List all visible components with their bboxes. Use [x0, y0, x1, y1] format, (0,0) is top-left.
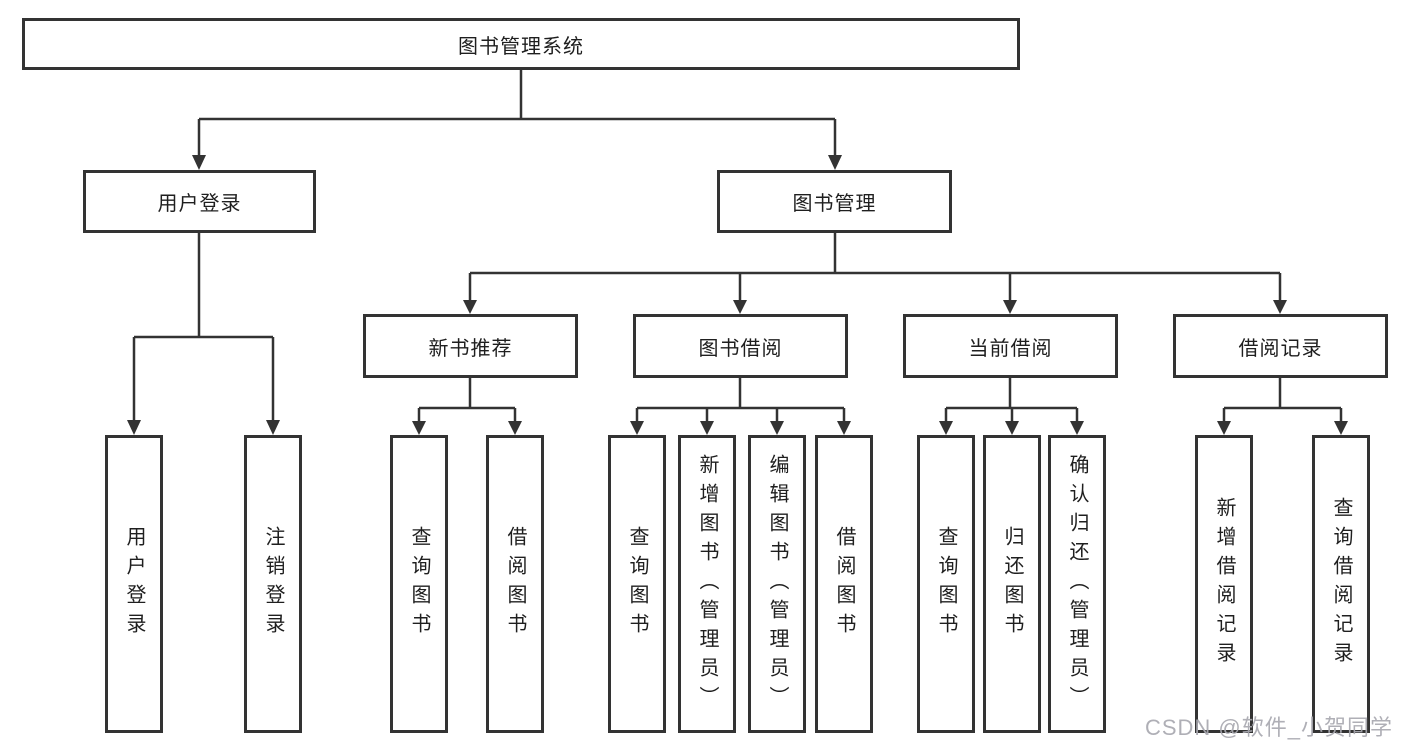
leaf-user-login-label: 用户登录 — [123, 526, 145, 642]
node-book-management-label: 图书管理 — [792, 193, 877, 215]
leaf-add-borrow-record-label: 新增借阅记录 — [1213, 497, 1235, 671]
leaf-query-book-3: 查询图书 — [917, 435, 975, 733]
node-borrow-record: 借阅记录 — [1173, 314, 1388, 378]
node-book-borrow-label: 图书借阅 — [698, 337, 783, 360]
node-new-book-recommend-label: 新书推荐 — [428, 337, 513, 360]
leaf-query-book-2-label: 查询图书 — [626, 526, 648, 642]
leaf-query-book-1-label: 查询图书 — [408, 526, 430, 642]
leaf-query-book-3-label: 查询图书 — [935, 526, 957, 642]
node-user-login-label: 用户登录 — [157, 193, 242, 215]
node-root-system: 图书管理系统 — [22, 18, 1020, 70]
leaf-edit-book-admin: 编辑图书（管理员） — [748, 435, 806, 733]
leaf-borrow-book-1-label: 借阅图书 — [504, 526, 526, 642]
node-root-system-label: 图书管理系统 — [458, 35, 584, 58]
node-new-book-recommend: 新书推荐 — [363, 314, 578, 378]
leaf-return-book: 归还图书 — [983, 435, 1041, 733]
leaf-confirm-return-admin-label: 确认归还（管理员） — [1066, 453, 1088, 715]
node-current-borrow: 当前借阅 — [903, 314, 1118, 378]
node-book-borrow: 图书借阅 — [633, 314, 848, 378]
node-user-login: 用户登录 — [83, 170, 316, 233]
leaf-query-book-2: 查询图书 — [608, 435, 666, 733]
leaf-edit-book-admin-label: 编辑图书（管理员） — [766, 453, 788, 715]
node-borrow-record-label: 借阅记录 — [1238, 337, 1323, 360]
leaf-logout-label: 注销登录 — [262, 526, 284, 642]
leaf-return-book-label: 归还图书 — [1001, 526, 1023, 642]
leaf-logout: 注销登录 — [244, 435, 302, 733]
leaf-user-login: 用户登录 — [105, 435, 163, 733]
leaf-borrow-book-2-label: 借阅图书 — [833, 526, 855, 642]
leaf-query-borrow-record-label: 查询借阅记录 — [1330, 497, 1352, 671]
leaf-query-book-1: 查询图书 — [390, 435, 448, 733]
leaf-query-borrow-record: 查询借阅记录 — [1312, 435, 1370, 733]
leaf-add-borrow-record: 新增借阅记录 — [1195, 435, 1253, 733]
leaf-borrow-book-2: 借阅图书 — [815, 435, 873, 733]
leaf-borrow-book-1: 借阅图书 — [486, 435, 544, 733]
leaf-add-book-admin: 新增图书（管理员） — [678, 435, 736, 733]
csdn-watermark: CSDN @软件_小贺同学 — [1144, 715, 1393, 740]
leaf-add-book-admin-label: 新增图书（管理员） — [696, 453, 718, 715]
leaf-confirm-return-admin: 确认归还（管理员） — [1048, 435, 1106, 733]
node-current-borrow-label: 当前借阅 — [968, 337, 1053, 360]
node-book-management: 图书管理 — [717, 170, 952, 233]
